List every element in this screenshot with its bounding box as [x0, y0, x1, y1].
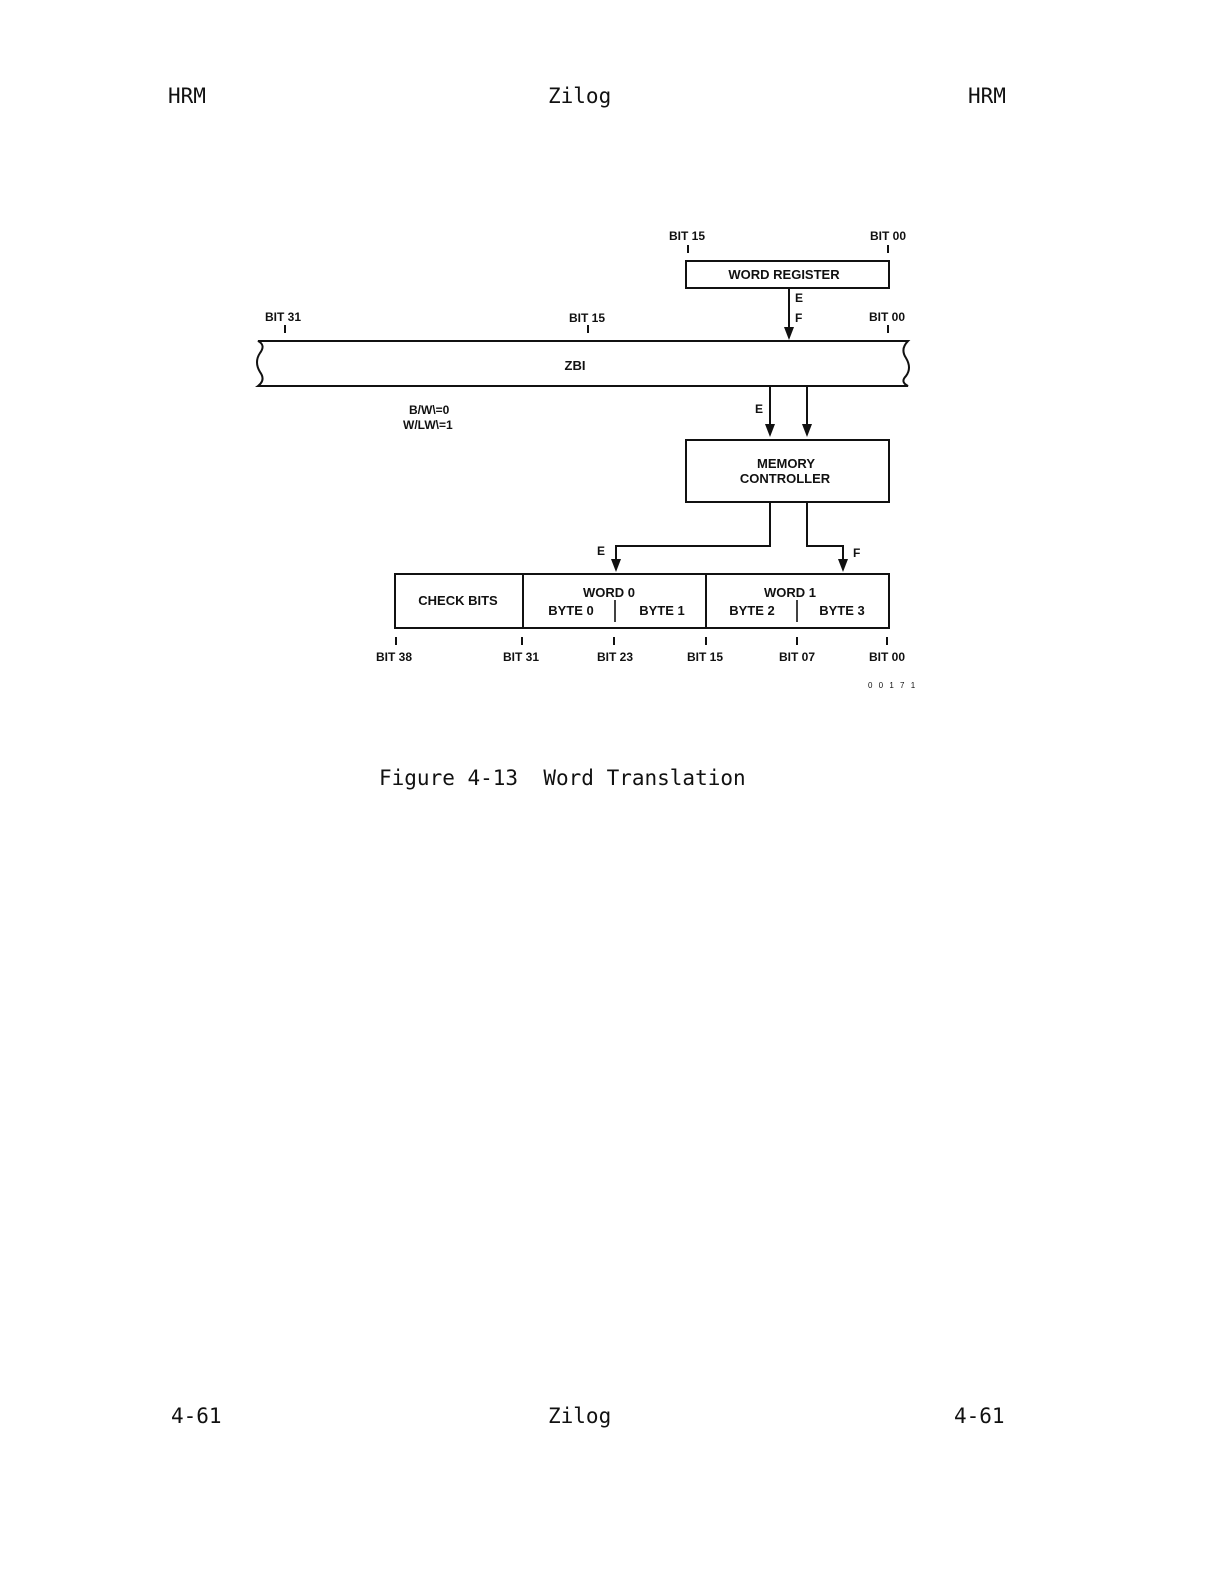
- footer-right: 4-61: [954, 1404, 1005, 1428]
- word-translation-diagram: BIT 15 BIT 00 WORD REGISTER E F BIT 31 B…: [0, 0, 1230, 760]
- check-bits-label: CHECK BITS: [418, 593, 498, 608]
- zbi-bit-left: BIT 31: [265, 310, 301, 324]
- byte3-label: BYTE 3: [819, 603, 865, 618]
- mc-to-word1-line: [807, 502, 843, 561]
- figure-caption: Figure 4-13 Word Translation: [379, 766, 746, 790]
- reg-signal-f: F: [795, 311, 802, 325]
- zbi-label: ZBI: [565, 358, 586, 373]
- out-signal-f: F: [853, 546, 860, 560]
- bottom-bit-label-2: BIT 23: [597, 650, 633, 664]
- word0-label: WORD 0: [583, 585, 635, 600]
- footer-center: Zilog: [548, 1404, 611, 1428]
- zbi-to-mc-arrowhead-f: [802, 424, 812, 437]
- bottom-bit-label-4: BIT 07: [779, 650, 815, 664]
- memory-controller-line1: MEMORY: [757, 456, 815, 471]
- bottom-bit-label-0: BIT 38: [376, 650, 412, 664]
- bottom-bit-label-5: BIT 00: [869, 650, 905, 664]
- zbi-bit-mid: BIT 15: [569, 311, 605, 325]
- control-note-line1: B/W\=0: [409, 403, 450, 417]
- byte0-label: BYTE 0: [548, 603, 594, 618]
- memory-controller-line2: CONTROLLER: [740, 471, 831, 486]
- reg-signal-e: E: [795, 291, 803, 305]
- word-register-bit-right: BIT 00: [870, 229, 906, 243]
- bottom-bit-label-1: BIT 31: [503, 650, 539, 664]
- word-register-label: WORD REGISTER: [728, 267, 840, 282]
- mc-to-word0-line: [616, 502, 770, 561]
- word-register-bit-left: BIT 15: [669, 229, 705, 243]
- bottom-bit-label-3: BIT 15: [687, 650, 723, 664]
- zbi-to-mc-arrowhead-e: [765, 424, 775, 437]
- mc-to-word0-arrowhead: [611, 559, 621, 572]
- zbi-bit-right: BIT 00: [869, 310, 905, 324]
- control-note-line2: W/LW\=1: [403, 418, 453, 432]
- reg-to-zbi-arrowhead: [784, 327, 794, 340]
- word1-label: WORD 1: [764, 585, 816, 600]
- mc-signal-e: E: [755, 402, 763, 416]
- mc-to-word1-arrowhead: [838, 559, 848, 572]
- footer-left: 4-61: [171, 1404, 222, 1428]
- byte2-label: BYTE 2: [729, 603, 775, 618]
- byte1-label: BYTE 1: [639, 603, 685, 618]
- figure-number: 0 0 1 7 1: [868, 681, 917, 690]
- out-signal-e: E: [597, 544, 605, 558]
